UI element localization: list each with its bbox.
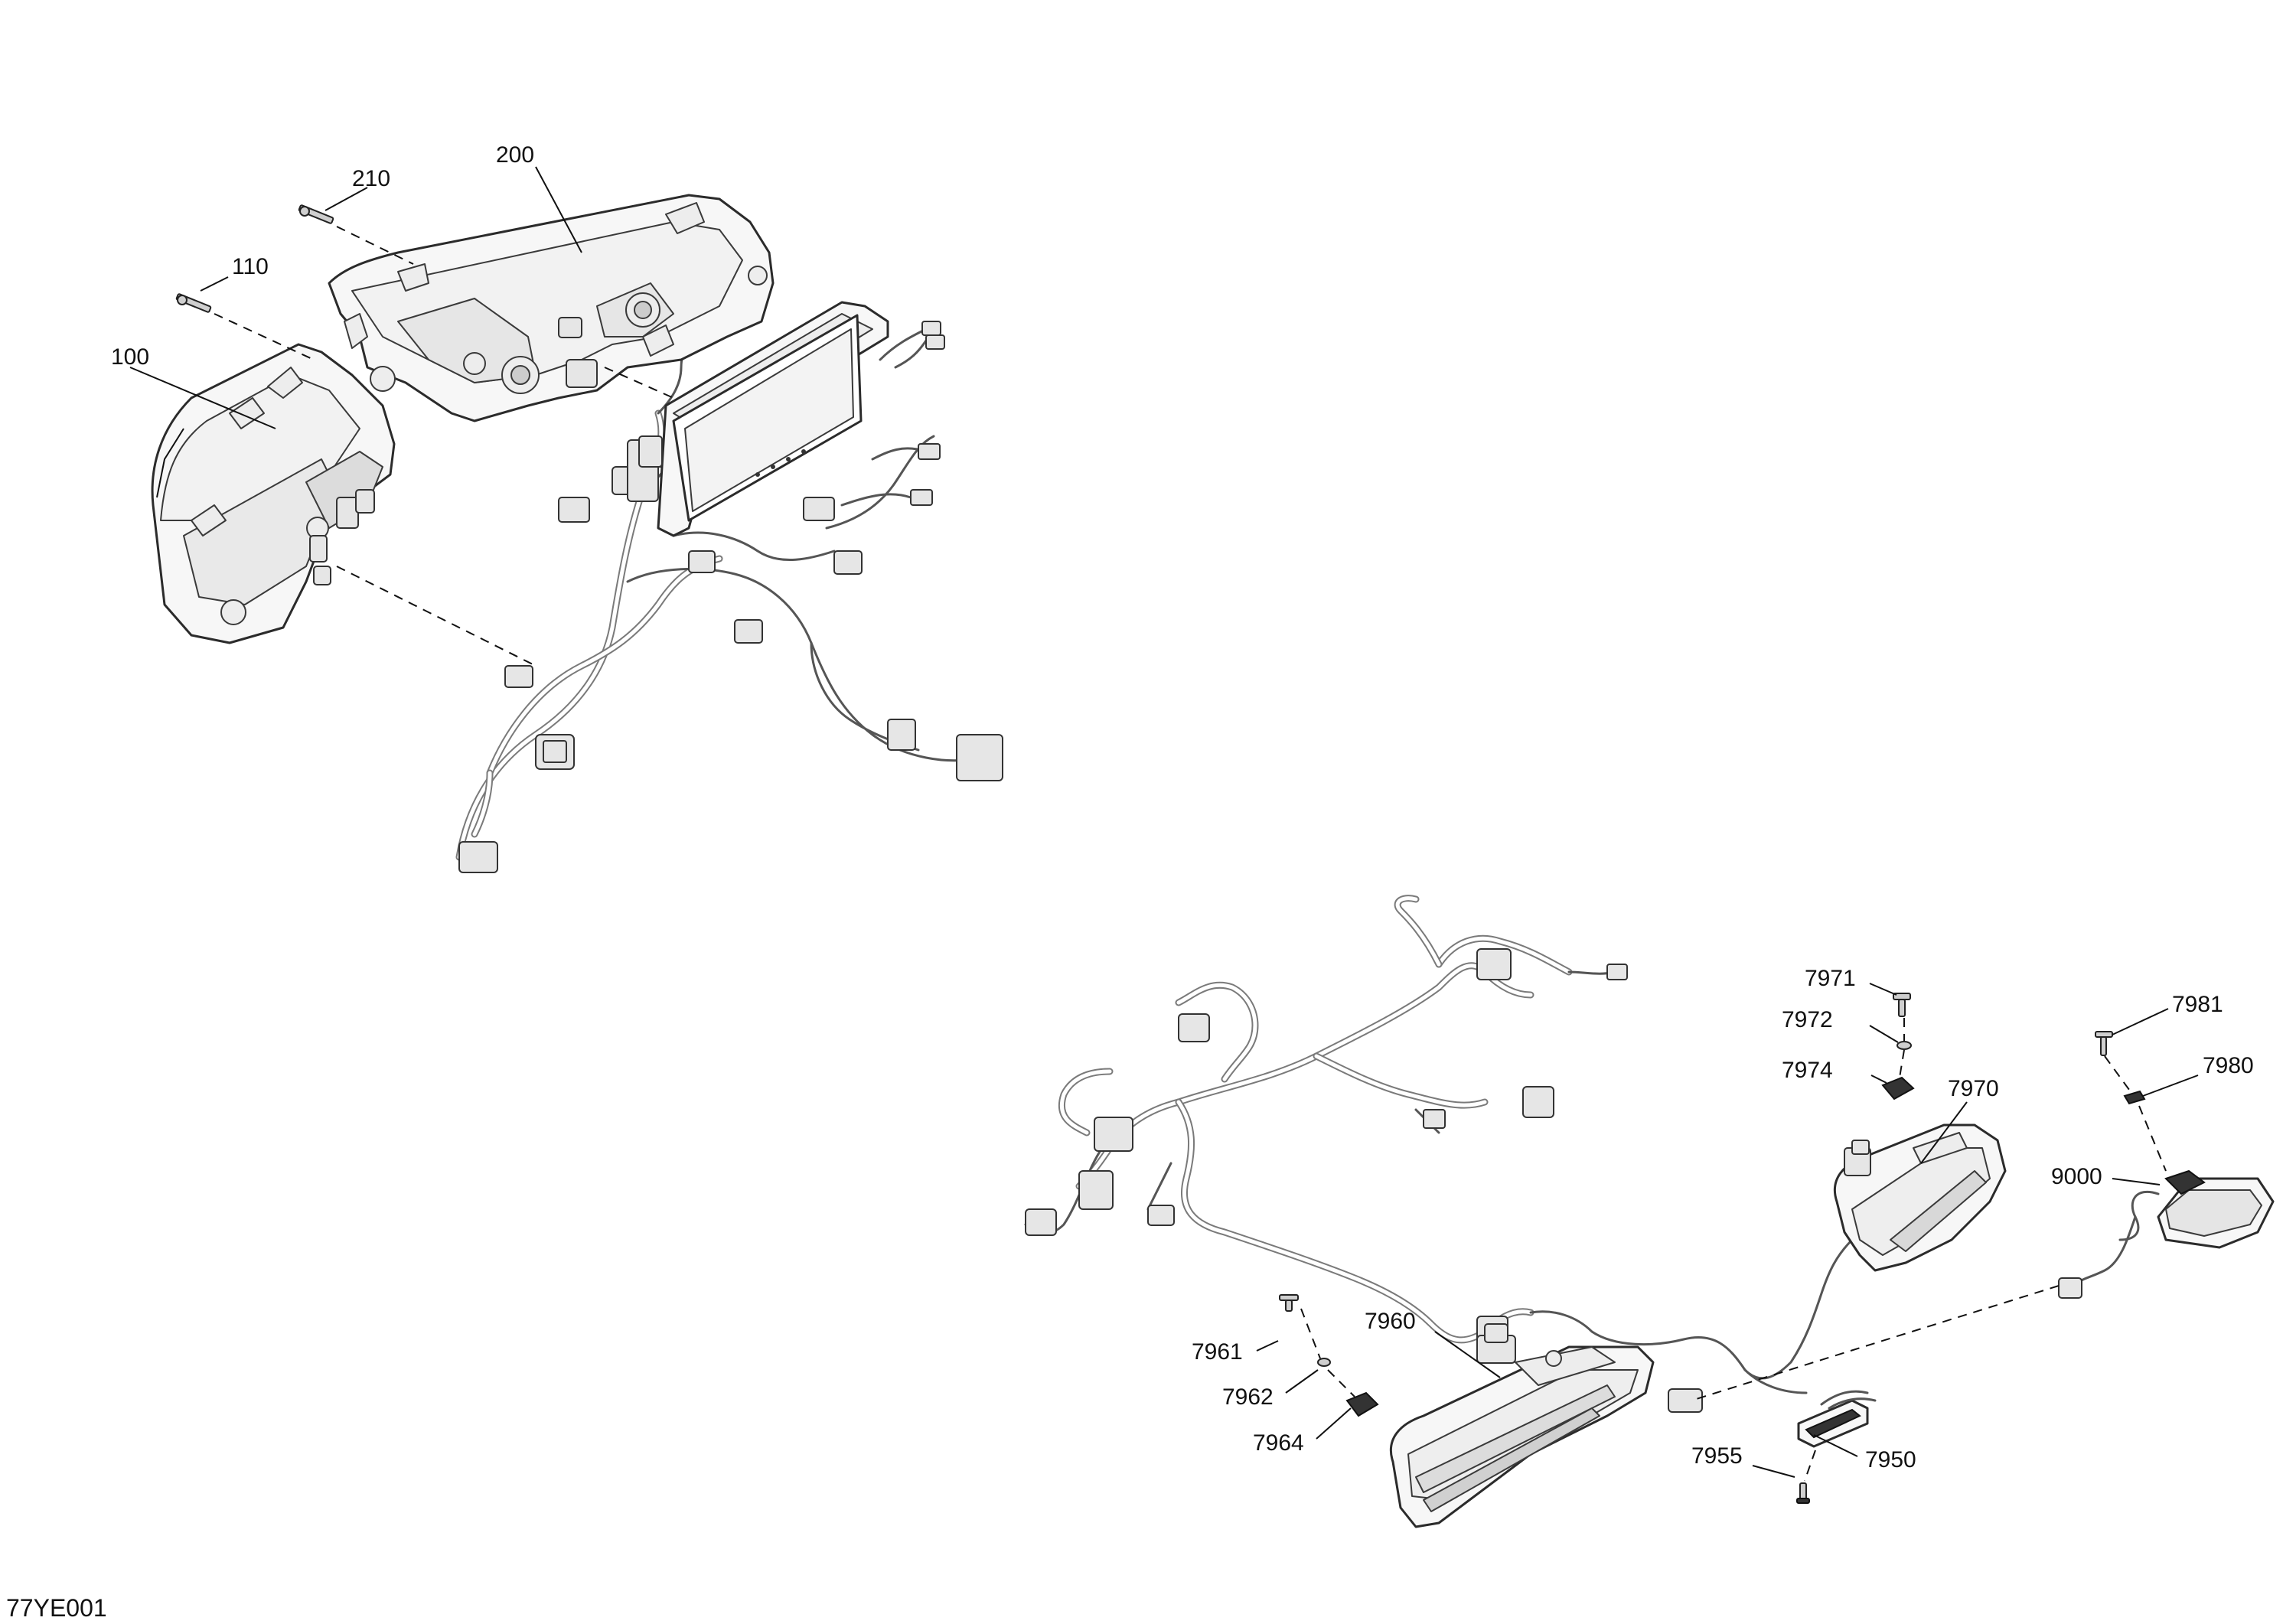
display-screen <box>627 301 889 537</box>
screw-7961 <box>1279 1294 1299 1312</box>
part-label-200: 200 <box>496 142 534 168</box>
part-label-7960: 7960 <box>1365 1309 1416 1334</box>
center-tail-light <box>1389 1323 1655 1528</box>
leader-lines <box>129 166 2199 1478</box>
washer-7980 <box>2123 1090 2146 1105</box>
part-label-9000: 9000 <box>2051 1164 2102 1189</box>
part-label-7981: 7981 <box>2172 992 2223 1017</box>
electronic-module <box>2058 1169 2275 1299</box>
screw-7971 <box>1893 993 1911 1017</box>
screw-7955 <box>1796 1482 1810 1504</box>
part-labels: 100 110 200 210 7950 7955 7960 7961 7962… <box>111 142 2254 1472</box>
part-label-7955: 7955 <box>1691 1443 1743 1469</box>
part-label-7972: 7972 <box>1782 1007 1833 1032</box>
part-label-7950: 7950 <box>1865 1447 1916 1472</box>
part-label-100: 100 <box>111 344 149 370</box>
screw-7981 <box>2095 1031 2113 1056</box>
license-plate-light <box>1797 1390 1877 1448</box>
hardware <box>175 204 2146 1504</box>
nut-7964 <box>1345 1391 1379 1417</box>
part-label-210: 210 <box>352 166 390 191</box>
right-headlight <box>328 194 775 422</box>
front-wiring-harness <box>455 321 1003 873</box>
screw-210 <box>298 204 334 224</box>
left-headlight <box>151 343 396 644</box>
part-label-110: 110 <box>232 254 269 279</box>
washer-7962 <box>1317 1358 1331 1367</box>
part-label-7964: 7964 <box>1253 1430 1304 1456</box>
part-label-7961: 7961 <box>1192 1339 1243 1365</box>
washer-7972 <box>1896 1041 1912 1050</box>
rear-wiring-harness <box>1024 895 1854 1413</box>
part-label-7971: 7971 <box>1805 966 1856 991</box>
part-label-7970: 7970 <box>1948 1076 1999 1101</box>
part-label-7962: 7962 <box>1222 1384 1274 1410</box>
assembly-lines <box>214 226 2167 1482</box>
part-label-7974: 7974 <box>1782 1058 1833 1083</box>
right-tail-light <box>1833 1123 2007 1272</box>
screw-110 <box>175 293 212 313</box>
diagram-reference: 77YE001 <box>6 1594 107 1622</box>
nut-7974 <box>1881 1076 1915 1101</box>
part-label-7980: 7980 <box>2203 1053 2254 1078</box>
